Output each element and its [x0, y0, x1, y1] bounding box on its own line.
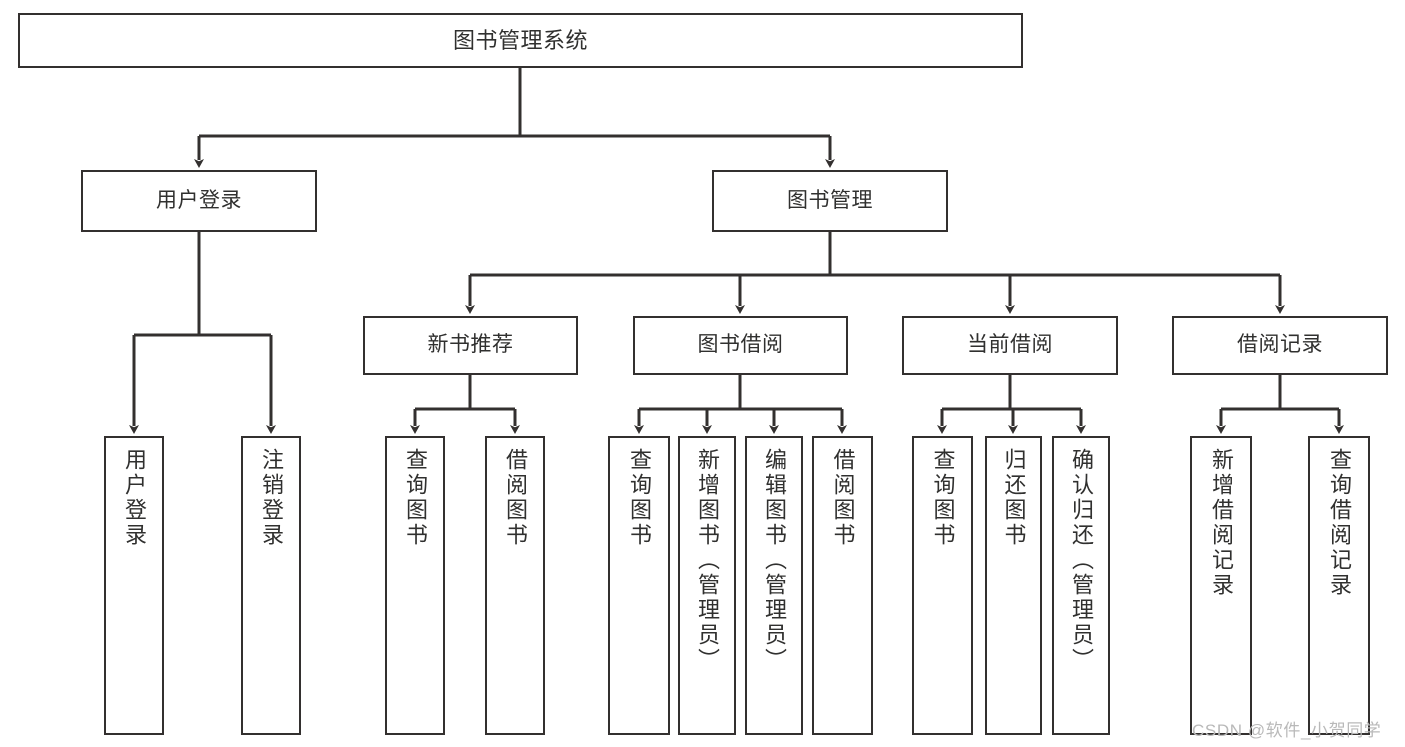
node-borrow-record-label: 借阅记录: [1237, 333, 1323, 357]
node-user-login-label: 用户登录: [156, 188, 242, 212]
node-leaf-edit-book-admin[interactable]: 编辑图书（管理员）: [745, 436, 803, 735]
node-leaf-edit-book-admin-label: 编辑图书（管理员）: [762, 448, 787, 673]
node-leaf-query-borrow-record-label: 查询借阅记录: [1327, 448, 1352, 598]
node-book-manage[interactable]: 图书管理: [712, 170, 948, 232]
node-new-book-rec[interactable]: 新书推荐: [363, 316, 578, 375]
node-new-book-rec-label: 新书推荐: [427, 333, 514, 357]
node-leaf-add-borrow-record-label: 新增借阅记录: [1209, 448, 1234, 598]
node-root[interactable]: 图书管理系统: [18, 13, 1023, 68]
node-leaf-query-book-2[interactable]: 查询图书: [608, 436, 670, 735]
node-leaf-query-book-2-label: 查询图书: [627, 448, 652, 548]
node-leaf-add-book-admin-label: 新增图书（管理员）: [695, 448, 720, 673]
node-leaf-confirm-return-admin-label: 确认归还（管理员）: [1069, 448, 1094, 673]
node-leaf-return-book[interactable]: 归还图书: [985, 436, 1042, 735]
node-current-borrow-label: 当前借阅: [967, 333, 1053, 357]
node-book-manage-label: 图书管理: [787, 188, 873, 212]
node-book-borrow-label: 图书借阅: [697, 333, 784, 357]
node-root-label: 图书管理系统: [452, 27, 588, 53]
node-leaf-query-book-1-label: 查询图书: [403, 448, 428, 548]
node-user-login[interactable]: 用户登录: [81, 170, 317, 232]
node-leaf-add-borrow-record[interactable]: 新增借阅记录: [1190, 436, 1252, 735]
node-leaf-return-book-label: 归还图书: [1001, 448, 1027, 548]
node-leaf-borrow-book-1[interactable]: 借阅图书: [485, 436, 545, 735]
node-leaf-user-login[interactable]: 用户登录: [104, 436, 164, 735]
node-leaf-query-borrow-record[interactable]: 查询借阅记录: [1308, 436, 1370, 735]
node-leaf-user-logout-label: 注销登录: [259, 448, 284, 548]
node-book-borrow[interactable]: 图书借阅: [633, 316, 848, 375]
node-leaf-add-book-admin[interactable]: 新增图书（管理员）: [678, 436, 736, 735]
node-leaf-query-book-3[interactable]: 查询图书: [912, 436, 973, 735]
node-leaf-user-login-label: 用户登录: [122, 448, 147, 548]
node-leaf-borrow-book-1-label: 借阅图书: [503, 448, 528, 548]
node-leaf-query-book-3-label: 查询图书: [930, 448, 956, 548]
node-leaf-query-book-1[interactable]: 查询图书: [385, 436, 445, 735]
node-leaf-confirm-return-admin[interactable]: 确认归还（管理员）: [1052, 436, 1110, 735]
node-leaf-borrow-book-2-label: 借阅图书: [830, 448, 856, 548]
watermark: CSDN @软件_小贺同学: [1192, 721, 1382, 740]
node-leaf-borrow-book-2[interactable]: 借阅图书: [812, 436, 873, 735]
node-leaf-user-logout[interactable]: 注销登录: [241, 436, 301, 735]
node-current-borrow[interactable]: 当前借阅: [902, 316, 1118, 375]
node-borrow-record[interactable]: 借阅记录: [1172, 316, 1388, 375]
